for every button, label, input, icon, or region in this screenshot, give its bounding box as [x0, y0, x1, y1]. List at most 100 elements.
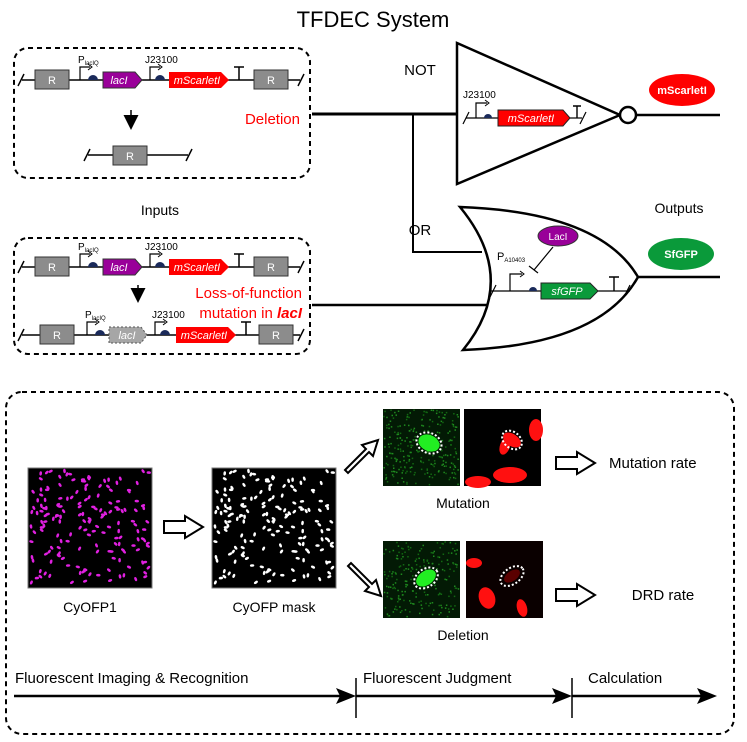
cell-mark [271, 517, 276, 521]
drd-rate-label: DRD rate [632, 587, 695, 604]
cell-mark [231, 549, 235, 554]
svg-text:J23100: J23100 [463, 90, 496, 101]
cell-mark [30, 509, 34, 515]
not-bubble-icon [618, 105, 638, 125]
cell-mark [95, 524, 100, 529]
fluorescence-speckle [402, 556, 404, 558]
fluorescence-speckle [387, 443, 390, 445]
cell-mark [330, 565, 335, 570]
fluorescence-speckle [436, 431, 439, 434]
fluorescence-speckle [454, 477, 457, 480]
svg-text:mutation in lacI: mutation in lacI [199, 305, 302, 322]
fluorescence-speckle [419, 565, 421, 568]
fluorescence-speckle [445, 461, 447, 464]
fluorescence-speckle [417, 450, 419, 453]
cell-mark [143, 575, 148, 579]
fluorescence-speckle [427, 451, 429, 453]
fluorescence-speckle [393, 586, 395, 589]
cell-mark [272, 572, 276, 577]
fluorescence-speckle [409, 600, 411, 602]
cell-mark [34, 576, 40, 580]
cell-mark [292, 488, 297, 492]
cell-mark [315, 544, 320, 547]
fluorescence-speckle [437, 594, 440, 596]
fluorescence-speckle [437, 556, 439, 558]
fluorescence-speckle [397, 425, 399, 428]
fluorescence-speckle [410, 441, 412, 443]
fluorescence-speckle [390, 452, 392, 455]
fluorescence-speckle [450, 552, 453, 554]
fluorescence-speckle [402, 450, 404, 452]
fluorescence-speckle [445, 446, 447, 448]
fluorescence-speckle [408, 430, 411, 432]
fluorescence-speckle [399, 448, 402, 450]
fluorescence-speckle [426, 559, 429, 561]
fluorescence-speckle [431, 602, 434, 604]
cell-mark [214, 555, 218, 560]
cell-mark [245, 509, 250, 514]
fluorescence-speckle [451, 420, 454, 422]
cell-mark [223, 509, 228, 513]
cell-mark [135, 480, 139, 486]
cell-mark [261, 513, 266, 517]
fluorescence-speckle [423, 410, 425, 413]
cell-mark [325, 560, 328, 565]
fluorescence-speckle [438, 593, 441, 595]
fluorescence-speckle [428, 483, 431, 486]
cell-mark [56, 546, 61, 550]
cell-mark [78, 525, 82, 530]
cell-mark [218, 576, 224, 580]
fluorescence-speckle [438, 455, 441, 458]
cell-mark [127, 489, 131, 494]
fluorescence-speckle [388, 615, 391, 617]
outputs-label: Outputs [654, 200, 703, 216]
fluorescence-speckle [419, 612, 421, 615]
fluorescence-speckle [428, 605, 430, 607]
fluorescence-speckle [401, 610, 403, 612]
fluorescence-speckle [457, 588, 460, 590]
terminator-icon [241, 321, 251, 335]
not-label: NOT [404, 62, 436, 79]
fluorescence-speckle [409, 471, 412, 473]
cell-mark [58, 505, 63, 508]
fluorescence-speckle [410, 446, 412, 449]
fluorescence-speckle [408, 424, 410, 427]
laci-gene [102, 71, 143, 89]
cell-mark [141, 560, 144, 565]
cell-mark [302, 574, 306, 579]
fluorescence-speckle [455, 566, 458, 568]
fluorescence-speckle [385, 476, 388, 479]
cell-mark [227, 497, 231, 503]
cell-mark [78, 546, 82, 551]
fluorescence-speckle [443, 569, 446, 572]
fluorescence-speckle [391, 474, 394, 476]
fluorescence-speckle [451, 439, 453, 442]
cell-mark [75, 565, 80, 569]
fluorescence-speckle [423, 561, 425, 563]
fluorescence-speckle [400, 573, 403, 575]
mscarleti-gene [497, 109, 571, 127]
cell-mark [103, 511, 108, 516]
fluorescence-speckle [394, 471, 396, 473]
fluorescence-speckle [420, 548, 423, 550]
cell-mark [298, 506, 303, 509]
fluorescence-speckle [413, 474, 416, 476]
cell-mark [142, 528, 147, 531]
svg-text:J23100: J23100 [145, 55, 178, 66]
fluorescence-speckle [412, 603, 414, 605]
deletion-red-image [466, 541, 543, 618]
cell-mark [45, 512, 50, 516]
cell-mark [84, 483, 89, 487]
cell-mark [51, 516, 55, 521]
fluorescence-speckle [447, 432, 449, 434]
fluorescence-speckle [388, 570, 391, 573]
fluorescence-speckle [448, 575, 450, 578]
fluorescence-speckle [430, 463, 432, 465]
cell-mark [324, 504, 330, 508]
cell-mark [59, 538, 63, 544]
fluorescence-speckle [444, 454, 447, 456]
cell-mark [43, 497, 47, 503]
cell-mark [118, 558, 121, 563]
fluorescence-speckle [406, 413, 409, 416]
fluorescence-speckle [415, 431, 418, 433]
